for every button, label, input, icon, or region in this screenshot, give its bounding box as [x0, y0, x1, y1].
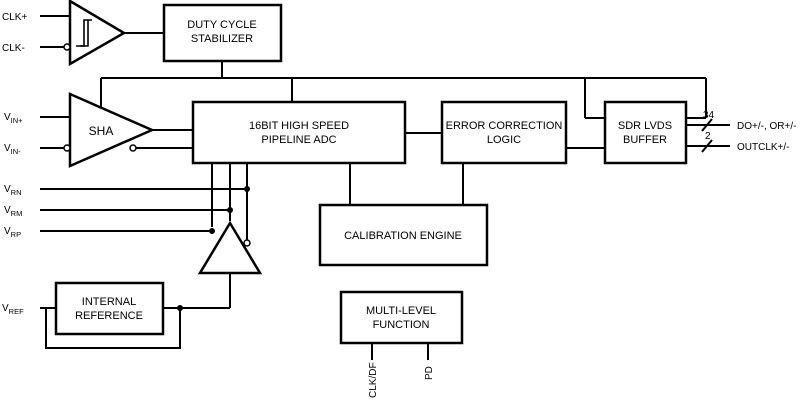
pin-vrp: VRP: [4, 226, 21, 239]
pin-clk-minus: CLK-: [2, 43, 25, 54]
lvds-line-2: BUFFER: [623, 134, 667, 146]
duty-cycle-line-2: STABILIZER: [191, 33, 253, 45]
adc-line-1: 16BIT HIGH SPEED: [249, 120, 349, 132]
clock-input-buffer: [63, 0, 127, 67]
bus-width-34: 34: [703, 110, 715, 121]
wiring: [40, 15, 730, 360]
lvds-buffer-block: SDR LVDS BUFFER: [603, 100, 688, 165]
pin-vin-plus: VIN+: [4, 112, 23, 125]
bus-width-2: 2: [705, 131, 711, 142]
output-labels: 34 DO+/-, OR+/- 2 OUTCLK+/-: [703, 110, 796, 153]
error-correction-line-1: ERROR CORRECTION: [446, 120, 563, 132]
sha-amplifier: SHA: [63, 92, 156, 168]
internal-reference-line-1: INTERNAL: [82, 296, 136, 308]
pin-pd: PD: [424, 366, 435, 380]
junction-dots: [177, 186, 250, 311]
internal-reference-line-2: REFERENCE: [75, 310, 143, 322]
multi-level-line-1: MULTI-LEVEL: [366, 305, 436, 317]
duty-cycle-stabilizer-block: DUTY CYCLE STABILIZER: [162, 3, 283, 63]
multi-level-line-2: FUNCTION: [373, 319, 430, 331]
pin-clkdf: CLK/DF: [368, 362, 379, 398]
pin-labels: CLK+ CLK- VIN+ VIN- VRN VRM VRP VREF CLK…: [2, 12, 435, 398]
output-do-or: DO+/-, OR+/-: [737, 121, 796, 132]
pin-vin-minus: VIN-: [4, 143, 21, 156]
internal-reference-block: INTERNAL REFERENCE: [54, 281, 165, 336]
multi-level-function-block: MULTI-LEVEL FUNCTION: [339, 290, 464, 345]
pipeline-adc-block: 16BIT HIGH SPEED PIPELINE ADC: [191, 100, 407, 165]
sha-label: SHA: [89, 124, 114, 138]
error-correction-block: ERROR CORRECTION LOGIC: [440, 100, 568, 165]
duty-cycle-line-1: DUTY CYCLE: [187, 19, 256, 31]
pin-vrm: VRM: [4, 205, 22, 218]
pin-vref: VREF: [2, 303, 24, 316]
error-correction-line-2: LOGIC: [487, 134, 521, 146]
pin-vrn: VRN: [4, 184, 22, 197]
adc-line-2: PIPELINE ADC: [261, 134, 336, 146]
reference-buffer: [197, 220, 263, 275]
output-outclk: OUTCLK+/-: [737, 142, 790, 153]
calibration-engine-block: CALIBRATION ENGINE: [318, 203, 489, 267]
lvds-line-1: SDR LVDS: [618, 120, 672, 132]
calibration-label: CALIBRATION ENGINE: [344, 230, 462, 242]
pin-clk-plus: CLK+: [2, 12, 27, 23]
